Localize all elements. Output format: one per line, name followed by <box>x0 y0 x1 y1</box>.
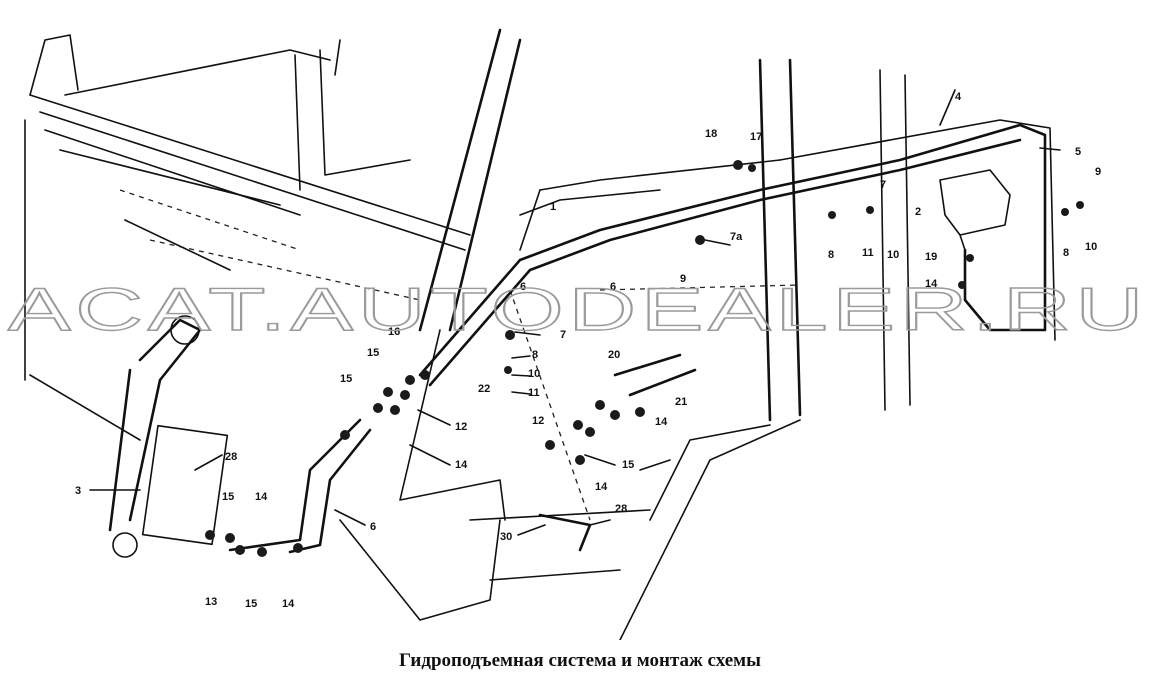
callout-7a: 7a <box>730 231 743 243</box>
callout-28: 28 <box>225 451 237 463</box>
callout-20: 20 <box>608 349 620 361</box>
callout-15b: 15 <box>340 373 352 385</box>
callout-15e: 15 <box>245 598 257 610</box>
hydraulic-system-diagram: 1 2 3 4 5 6 7 7a 8 9 10 11 12 13 14 15 1… <box>7 28 1148 640</box>
callout-2: 2 <box>915 206 921 218</box>
callout-3: 3 <box>75 485 81 497</box>
callout-19: 19 <box>925 251 937 263</box>
callout-17: 17 <box>750 131 762 143</box>
door-pillar <box>339 28 522 621</box>
callout-14e: 14 <box>655 416 668 428</box>
hydraulic-lines <box>228 123 1047 554</box>
callout-22: 22 <box>478 383 490 395</box>
callout-15d: 15 <box>222 491 234 503</box>
watermark: ACAT.AUTODEALER.RU <box>8 276 1148 343</box>
callout-11: 11 <box>528 387 540 399</box>
callout-8: 8 <box>532 349 538 361</box>
callout-6: 6 <box>370 521 376 533</box>
leader-lines <box>89 89 1061 536</box>
callout-6b: 6 <box>610 281 616 293</box>
callout-14f: 14 <box>925 278 938 290</box>
callout-11b: 11 <box>862 247 874 259</box>
callout-13: 13 <box>205 596 217 608</box>
callout-labels: 1 2 3 4 5 6 7 7a 8 9 10 11 12 13 14 15 1… <box>75 91 1101 610</box>
callout-9b: 9 <box>680 273 686 285</box>
fittings <box>205 160 1084 557</box>
oil-reservoir <box>939 169 1011 262</box>
callout-10: 10 <box>528 368 540 380</box>
callout-4: 4 <box>955 91 962 103</box>
callout-14: 14 <box>455 459 468 471</box>
callout-1: 1 <box>550 201 556 213</box>
cab-body <box>24 34 471 441</box>
callout-14c: 14 <box>282 598 295 610</box>
callout-16: 16 <box>388 326 400 338</box>
callout-9: 9 <box>1095 166 1101 178</box>
callout-7b: 7 <box>880 179 886 191</box>
lift-cylinder <box>108 315 229 558</box>
chassis-frame <box>469 58 1056 640</box>
callout-30: 30 <box>500 531 512 543</box>
callout-12: 12 <box>455 421 467 433</box>
callout-18: 18 <box>705 128 717 140</box>
figure-caption: Гидроподъемная система и монтаж схемы <box>399 650 761 671</box>
callout-10b: 10 <box>887 249 899 261</box>
callout-15: 15 <box>367 347 379 359</box>
callout-15c: 15 <box>622 459 634 471</box>
callout-12b: 12 <box>532 415 544 427</box>
callout-21: 21 <box>675 396 687 408</box>
callout-8b: 8 <box>828 249 834 261</box>
callout-14b: 14 <box>255 491 268 503</box>
callout-28b: 28 <box>615 503 627 515</box>
callout-6c: 6 <box>520 281 526 293</box>
callout-8c: 8 <box>1063 247 1069 259</box>
callout-10c: 10 <box>1085 241 1097 253</box>
callout-14d: 14 <box>595 481 608 493</box>
callout-5: 5 <box>1075 146 1081 158</box>
callout-7: 7 <box>560 329 566 341</box>
